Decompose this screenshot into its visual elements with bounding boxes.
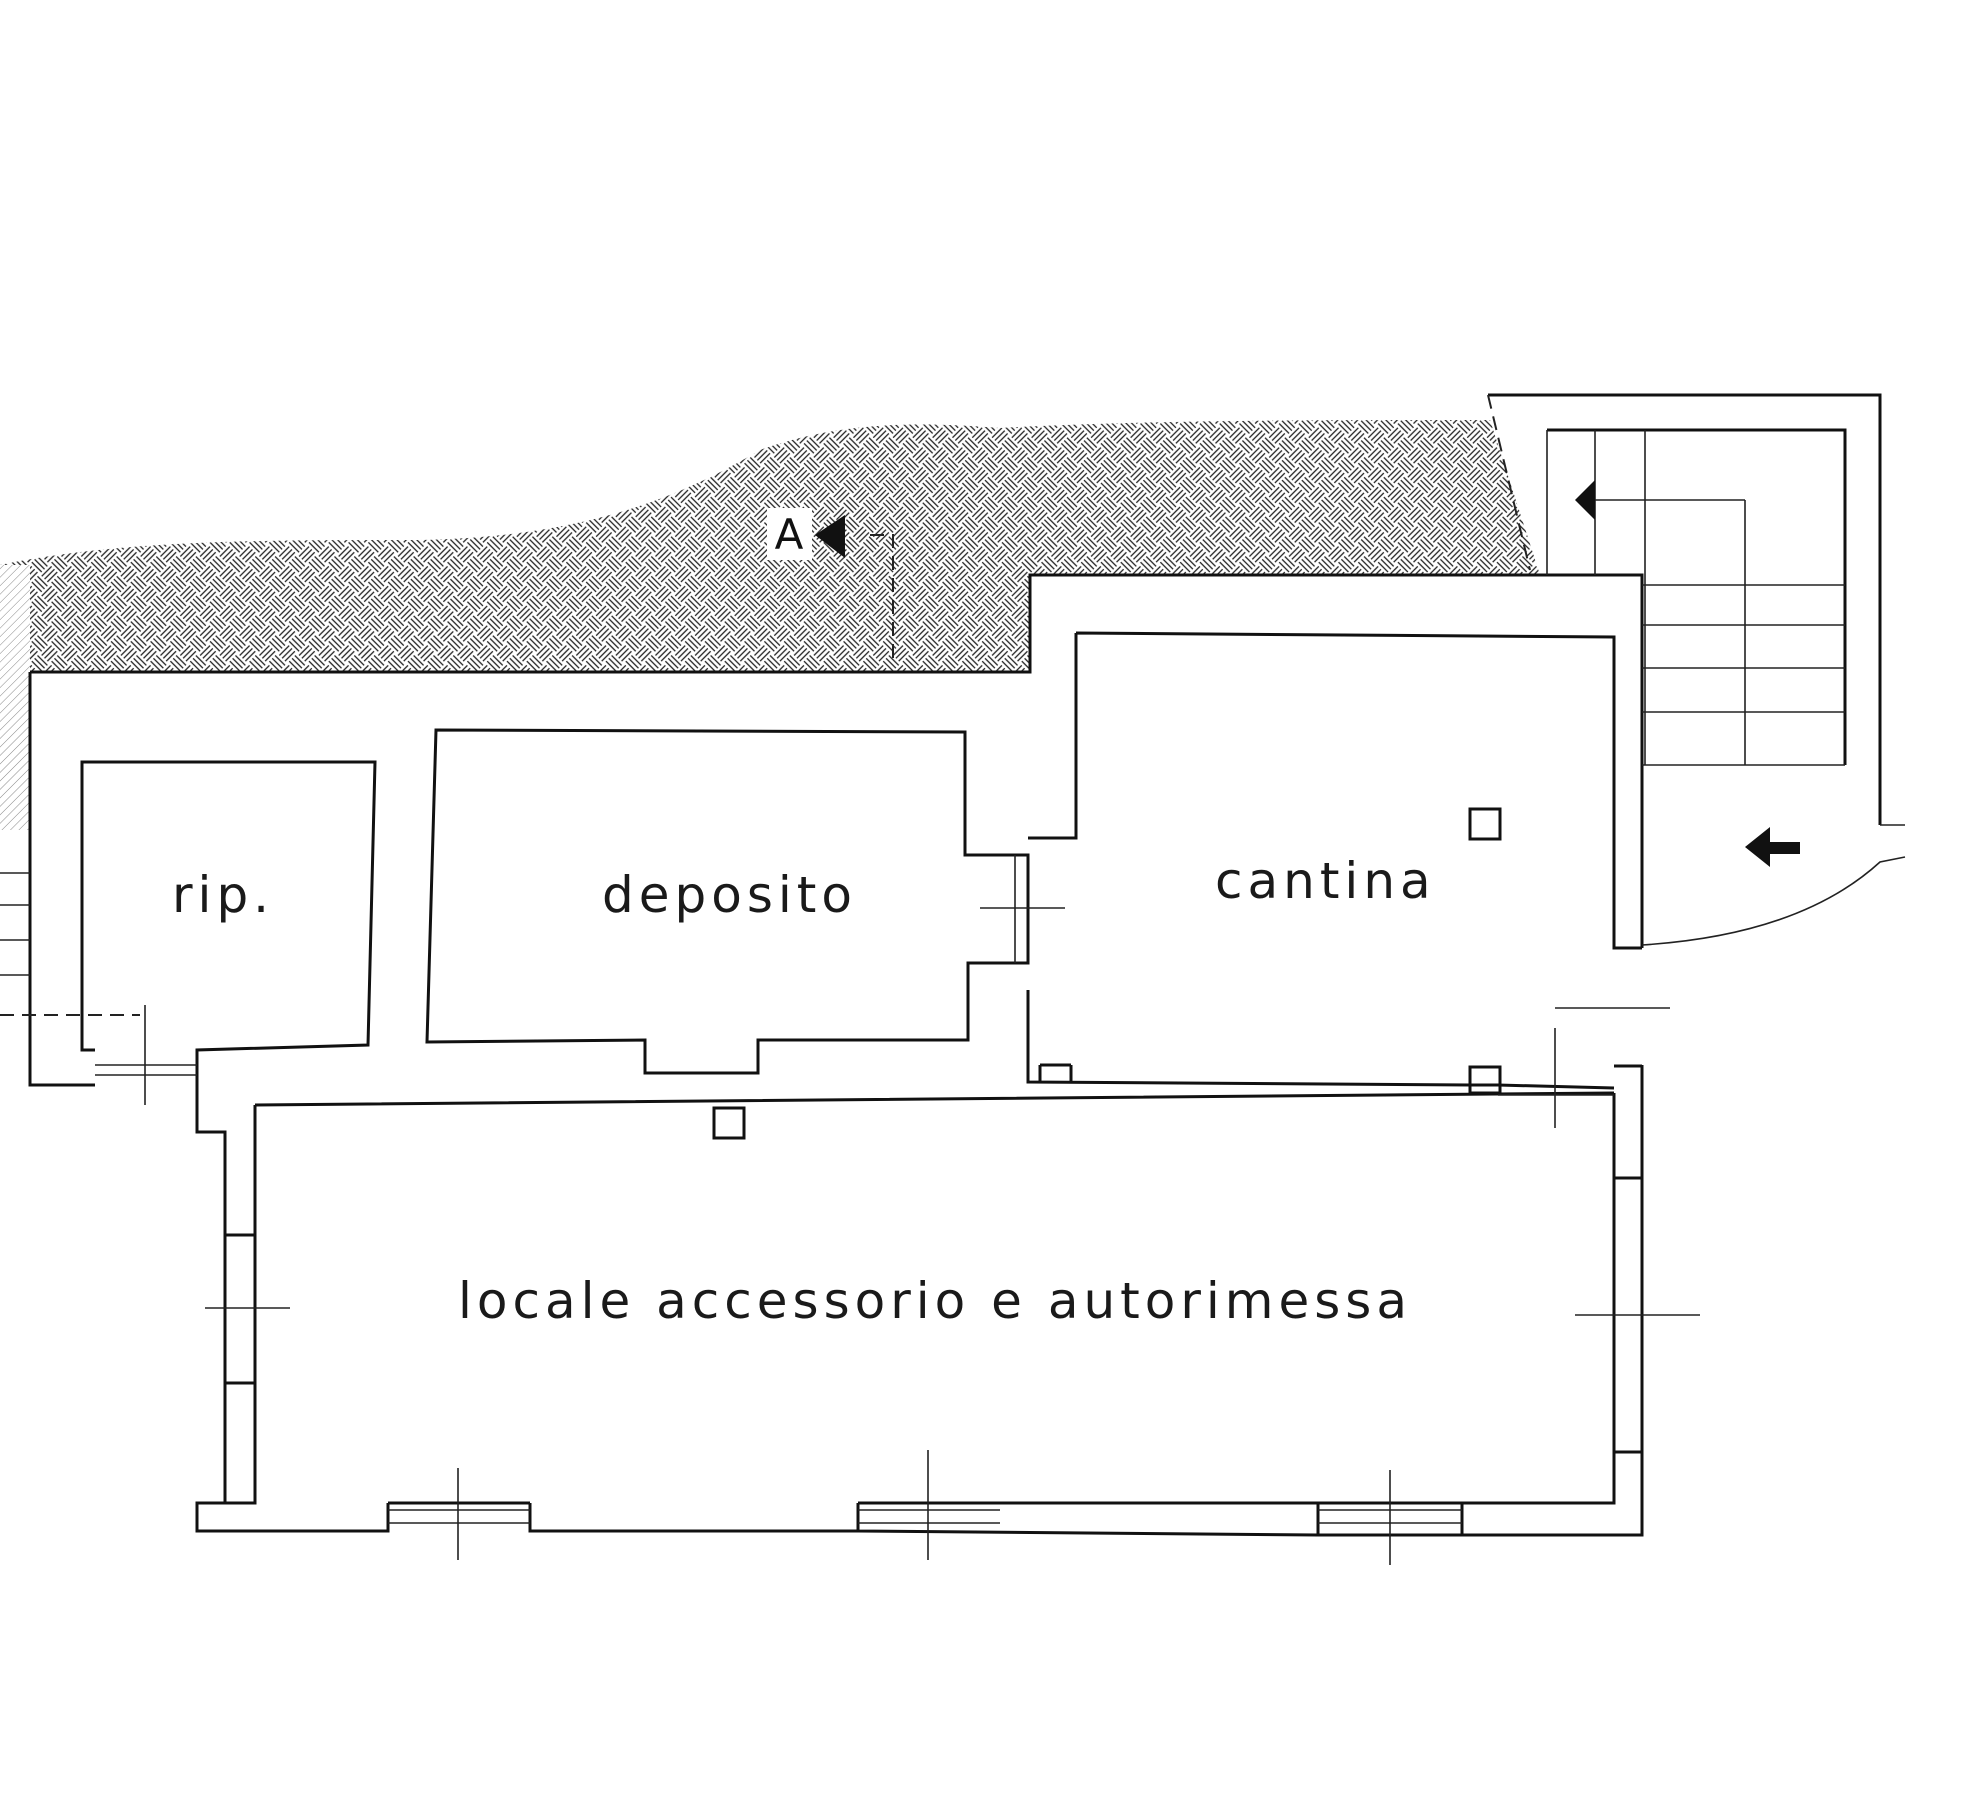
pillar-cantina-top <box>1468 807 1502 841</box>
label-autorimessa: locale accessorio e autorimessa <box>458 1272 1412 1330</box>
pillar-garage <box>712 1106 746 1140</box>
pillar-cantina-bottom <box>1468 1065 1502 1095</box>
stairs <box>1487 393 1906 946</box>
section-marker-label: A <box>775 510 804 559</box>
label-deposito: deposito <box>602 866 857 924</box>
ground-edge-light <box>0 565 30 830</box>
entrance-arrow-icon <box>1745 827 1800 867</box>
opening-ticks <box>95 855 1700 1565</box>
ground-hatch <box>0 420 1540 830</box>
label-ripostiglio: rip. <box>172 866 274 924</box>
left-steps <box>0 872 30 976</box>
label-cantina: cantina <box>1215 852 1436 910</box>
section-marker: A <box>767 508 894 660</box>
lower-wall-left <box>80 760 377 1235</box>
outer-wall-upper <box>28 573 1644 1530</box>
wall-autorimessa <box>195 1064 1644 1537</box>
wall-deposito <box>425 728 1030 1075</box>
